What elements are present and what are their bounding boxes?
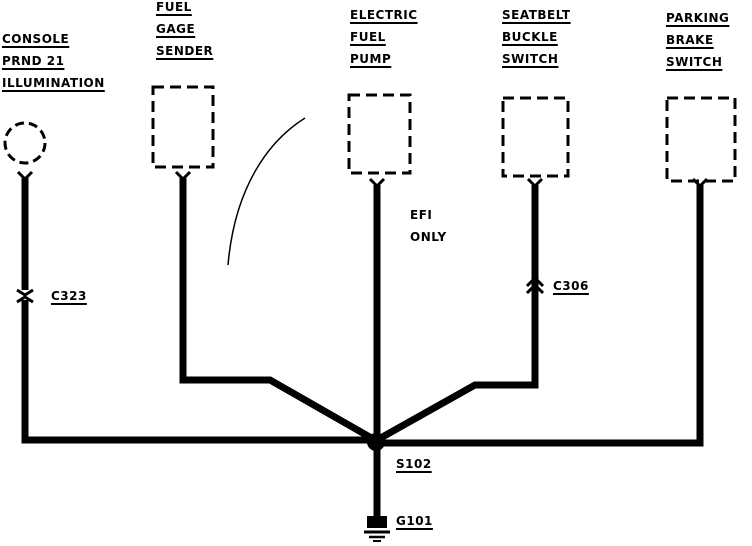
terminal-fuel-pump bbox=[368, 177, 386, 189]
console-illumination-component bbox=[3, 121, 47, 165]
label-fuel-pump-line2: FUEL bbox=[350, 30, 386, 44]
label-c323: C323 bbox=[51, 289, 87, 303]
label-fuel-pump-line3: PUMP bbox=[350, 52, 392, 66]
label-console-line3: ILLUMINATION bbox=[2, 76, 105, 90]
fuel-gage-sender-component bbox=[151, 85, 215, 169]
label-efi: EFI bbox=[410, 208, 433, 222]
connector-c306-symbol bbox=[525, 275, 545, 295]
label-efi-only: EFI ONLY bbox=[410, 204, 447, 248]
wire-console bbox=[21, 178, 375, 444]
label-s102: S102 bbox=[396, 457, 432, 471]
label-g101: G101 bbox=[396, 514, 433, 528]
terminal-chevrons bbox=[16, 170, 709, 189]
connector-c323-symbol bbox=[16, 288, 34, 304]
label-fuel-gage-line3: SENDER bbox=[156, 44, 214, 58]
terminal-seatbelt bbox=[526, 177, 544, 189]
ground-g101-symbol bbox=[364, 516, 390, 542]
terminal-parking bbox=[691, 177, 709, 189]
label-fuel-pump-line1: ELECTRIC bbox=[350, 8, 418, 22]
parking-brake-switch-component bbox=[665, 96, 737, 183]
label-fuel-gage: FUEL GAGE SENDER bbox=[156, 0, 213, 62]
label-seatbelt-line1: SEATBELT bbox=[502, 8, 571, 22]
label-console-line2: PRND 21 bbox=[2, 54, 65, 68]
terminal-console bbox=[16, 170, 34, 182]
label-fuel-gage-line2: GAGE bbox=[156, 22, 196, 36]
wires bbox=[21, 178, 704, 520]
terminal-fuel-gage bbox=[174, 170, 192, 182]
label-fuel-gage-line1: FUEL bbox=[156, 0, 192, 14]
label-parking-line2: BRAKE bbox=[666, 33, 714, 47]
wire-parking bbox=[377, 185, 704, 447]
label-seatbelt-line3: SWITCH bbox=[502, 52, 559, 66]
splice-s102-dot bbox=[367, 433, 385, 451]
label-fuel-pump: ELECTRIC FUEL PUMP bbox=[350, 4, 418, 70]
label-parking-line3: SWITCH bbox=[666, 55, 723, 69]
label-parking-line1: PARKING bbox=[666, 11, 730, 25]
electric-fuel-pump-component bbox=[347, 93, 412, 175]
label-parking: PARKING BRAKE SWITCH bbox=[666, 7, 729, 73]
label-only: ONLY bbox=[410, 230, 447, 244]
wire-fuel-gage bbox=[179, 178, 377, 444]
seatbelt-buckle-switch-component bbox=[501, 96, 570, 178]
label-seatbelt: SEATBELT BUCKLE SWITCH bbox=[502, 4, 571, 70]
efi-leader-curve bbox=[227, 117, 306, 266]
label-console-line1: CONSOLE bbox=[2, 32, 70, 46]
label-console: CONSOLE PRND 21 ILLUMINATION bbox=[2, 28, 105, 94]
wire-seatbelt bbox=[375, 185, 539, 444]
label-seatbelt-line2: BUCKLE bbox=[502, 30, 558, 44]
label-c306: C306 bbox=[553, 279, 589, 293]
